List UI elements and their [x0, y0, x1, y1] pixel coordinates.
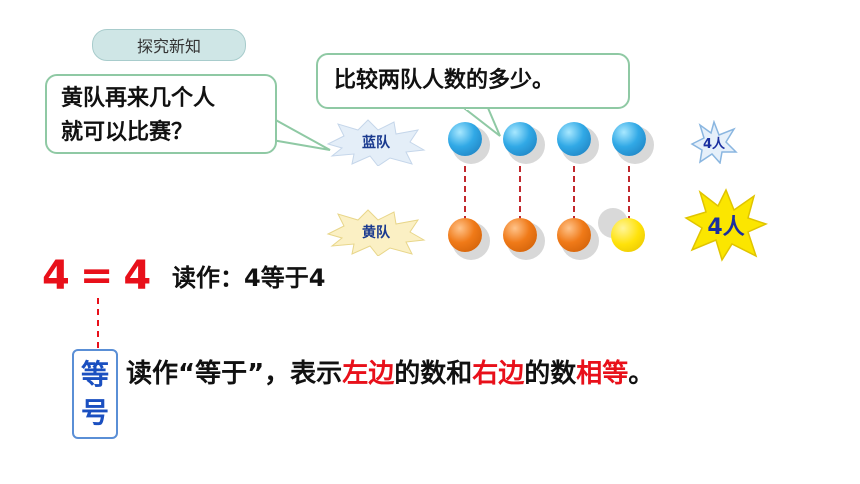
question-line-1: 黄队再来几个人: [61, 86, 216, 111]
burst-icon: [326, 209, 426, 256]
question-bubble: 黄队再来几个人 就可以比赛？: [45, 74, 277, 154]
star-icon: [684, 188, 769, 262]
explain-part-3: 的数: [524, 359, 577, 389]
equals-pointer: [97, 298, 99, 348]
pair-line-4: [628, 156, 630, 222]
equation-right: 4: [123, 253, 152, 299]
compare-bubble: 比较两队人数的多少。: [316, 53, 630, 109]
blue-count-star: 4人: [690, 119, 738, 165]
orange-ball: [503, 218, 537, 252]
pair-line-1: [464, 156, 466, 222]
orange-ball: [448, 218, 482, 252]
explain-end: 。: [628, 359, 655, 389]
equals-sign-box: 等 号: [72, 349, 118, 439]
section-label: 探究新知: [92, 29, 246, 61]
blue-ball: [503, 122, 537, 156]
yellow-team-text: 黄队: [362, 225, 390, 241]
equation-left: 4: [42, 253, 70, 299]
equation: 4 = 4: [42, 252, 151, 300]
blue-team-label: 蓝队: [326, 118, 426, 166]
blue-count-text: 4人: [702, 136, 726, 152]
equation-reading: 读作：4等于4: [172, 264, 326, 292]
explain-part-1: 读作“等于”，表示: [126, 359, 343, 389]
explain-equal: 相等: [576, 359, 629, 389]
burst-icon: [326, 119, 426, 166]
yellow-team-label: 黄队: [326, 208, 426, 256]
blue-ball: [448, 122, 482, 156]
star-icon: [690, 119, 738, 165]
equals-explanation: 读作“等于”，表示左边的数和右边的数相等。: [126, 354, 654, 394]
yellow-count-star: 4人: [684, 188, 769, 262]
blue-ball: [557, 122, 591, 156]
yellow-count-text: 4人: [707, 215, 745, 240]
orange-ball: [557, 218, 591, 252]
sign-char-1: 等: [80, 358, 109, 391]
explain-right-side: 右边: [472, 359, 525, 389]
added-yellow-ball: [611, 218, 645, 252]
sign-char-2: 号: [80, 396, 109, 429]
question-line-2: 就可以比赛？: [61, 120, 194, 145]
comparison-scene: 蓝队 黄队 4人 4人: [326, 112, 776, 262]
blue-team-text: 蓝队: [362, 135, 390, 151]
pair-line-2: [519, 156, 521, 222]
pair-line-3: [573, 156, 575, 222]
blue-ball: [612, 122, 646, 156]
explain-part-2: 的数和: [394, 359, 473, 389]
equals-sign: =: [79, 253, 114, 299]
explain-left-side: 左边: [342, 359, 395, 389]
